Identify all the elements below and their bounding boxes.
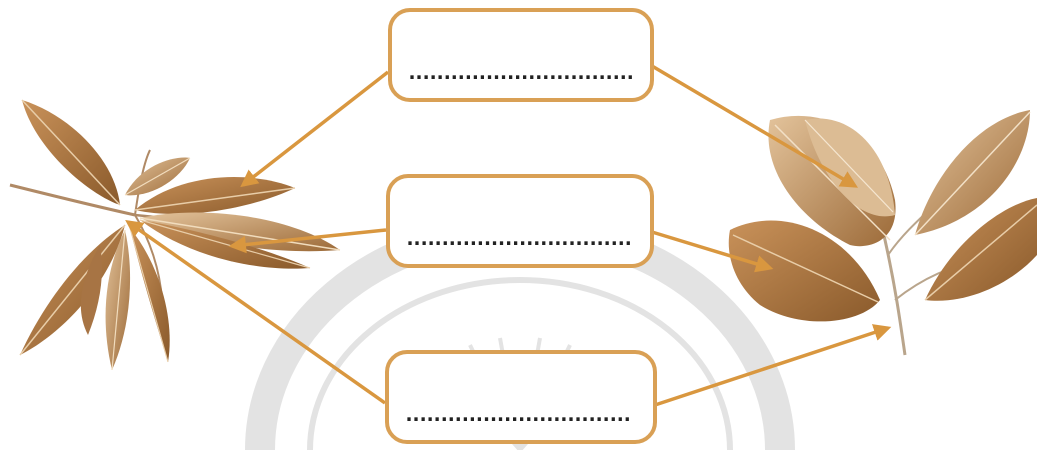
arrow-bottom-to-left-stem	[125, 219, 387, 405]
blank-line-middle[interactable]: ................................	[404, 228, 634, 248]
arrow-bottom-to-right-stem	[654, 324, 892, 407]
arrow-middle-to-right-leaf	[651, 230, 774, 273]
label-box-top[interactable]: ................................	[388, 8, 654, 102]
label-box-bottom[interactable]: ................................	[385, 350, 657, 444]
blank-line-top[interactable]: ................................	[406, 62, 636, 82]
arrow-top-to-right-leaf	[651, 64, 859, 188]
blank-line-bottom[interactable]: ................................	[403, 404, 633, 424]
arrow-middle-to-left-leaf	[228, 228, 387, 254]
label-box-middle[interactable]: ................................	[386, 174, 654, 268]
connector-arrows	[125, 64, 892, 407]
arrow-top-to-left-leaf	[240, 70, 390, 188]
right-leaf-branch	[728, 110, 1037, 356]
